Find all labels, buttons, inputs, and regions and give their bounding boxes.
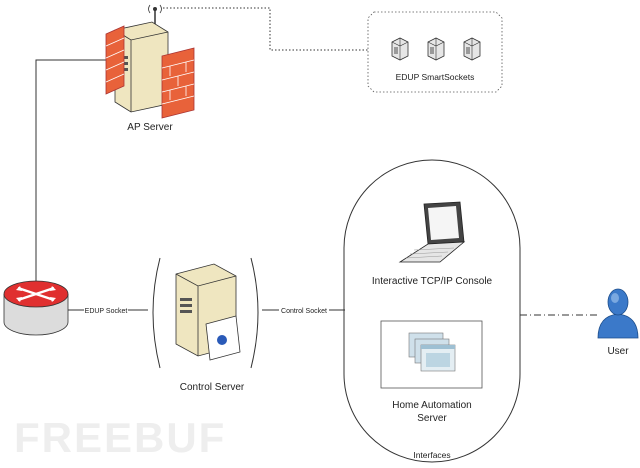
certificate-icon: [205, 315, 241, 361]
router-icon: [3, 280, 69, 336]
control-server-node: Control Server: [152, 257, 259, 393]
home-automation-label-line2: Server: [417, 413, 447, 424]
ap-to-smartsockets-line: [163, 7, 372, 51]
control-server-left-bracket: [152, 257, 161, 369]
edup-socket-link: EDUP Socket: [84, 306, 128, 315]
firewall-icon: [105, 25, 195, 119]
console-label: Interactive TCP/IP Console: [372, 276, 493, 287]
edup-socket-label: EDUP Socket: [85, 308, 128, 315]
smartsocket-icon: [463, 37, 481, 61]
windows-icon: [408, 332, 456, 372]
smartsocket-icon: [391, 37, 409, 61]
smartsockets-group: EDUP SmartSockets: [367, 11, 503, 93]
watermark: FREEBUF: [14, 414, 226, 461]
antenna-icon: [148, 4, 162, 24]
control-server-right-bracket: [250, 257, 259, 369]
user-node: User: [597, 288, 639, 357]
smartsocket-icon: [427, 37, 445, 61]
router-to-ap-line: [35, 59, 110, 282]
interfaces-capsule: [343, 159, 521, 463]
laptop-icon: [398, 201, 466, 263]
control-socket-link: Control Socket: [279, 306, 329, 315]
ap-server-label: AP Server: [127, 122, 173, 133]
user-label: User: [607, 346, 629, 357]
interfaces-label: Interfaces: [413, 450, 450, 460]
user-icon: [597, 288, 639, 339]
home-automation-label-line1: Home Automation: [392, 400, 472, 411]
router-node: [3, 280, 69, 336]
ap-server-node: AP Server: [105, 4, 195, 133]
smartsockets-label: EDUP SmartSockets: [396, 72, 475, 82]
control-socket-label: Control Socket: [281, 308, 327, 315]
interfaces-group: Interactive TCP/IP Console Home Automati…: [343, 159, 521, 463]
control-server-label: Control Server: [180, 382, 245, 393]
